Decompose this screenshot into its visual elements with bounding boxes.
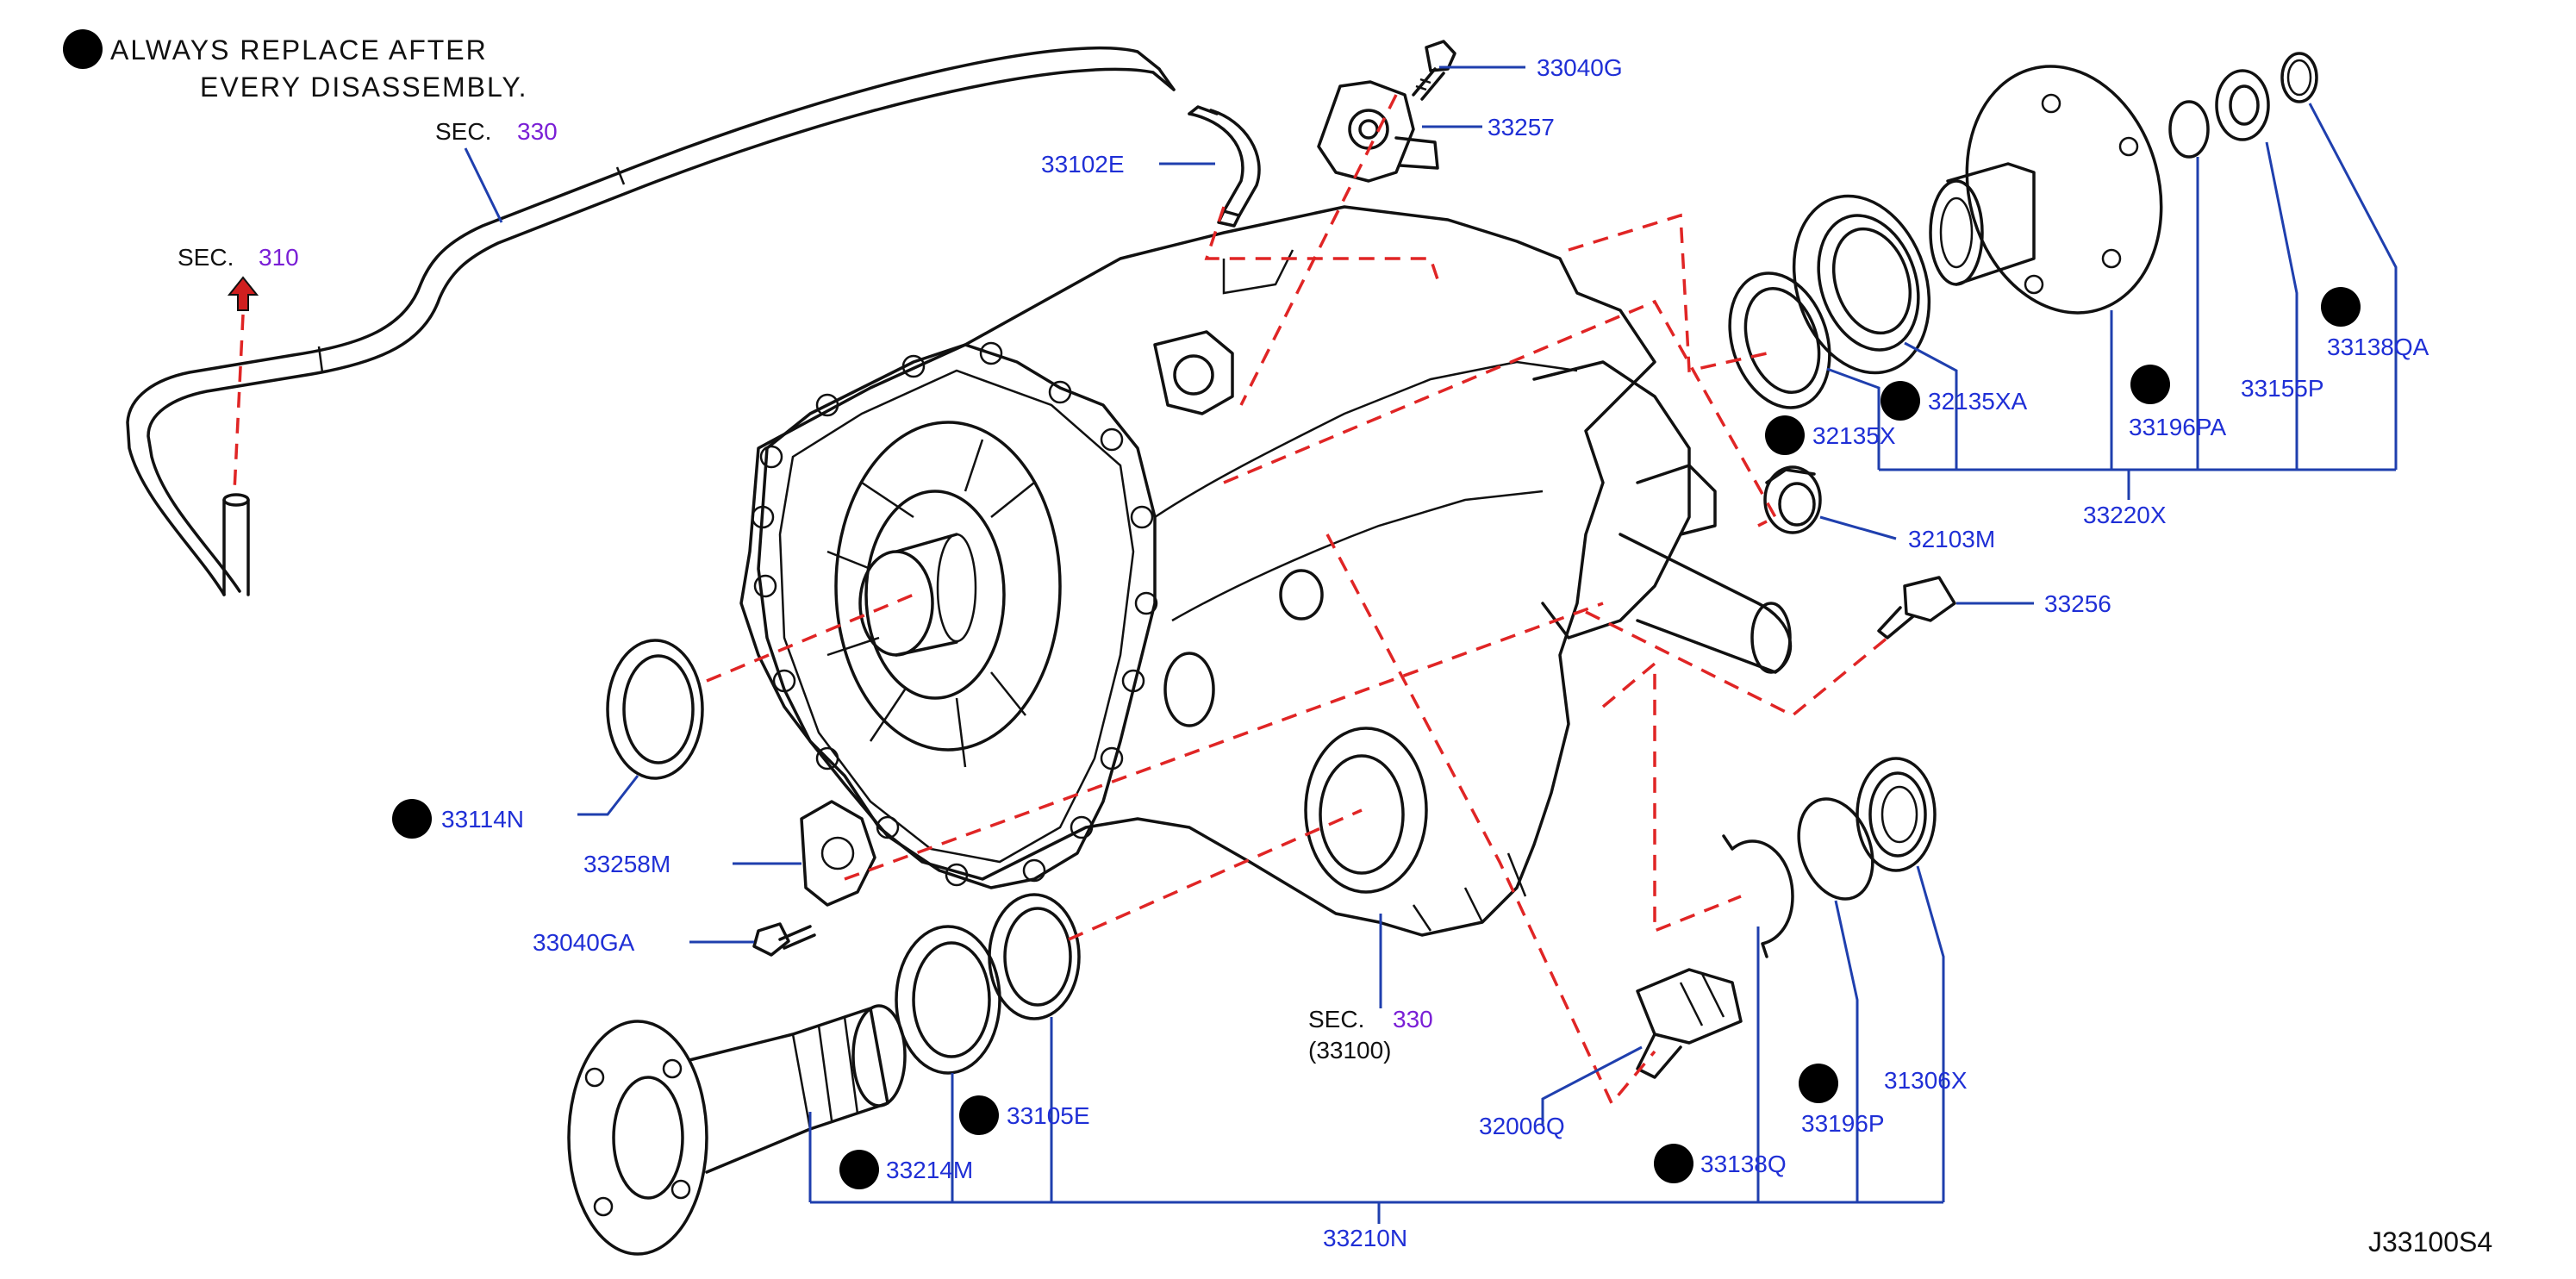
sensor-33258m (800, 800, 876, 907)
part-label-33258m[interactable]: 33258M (583, 851, 671, 877)
note-line-2: EVERY DISASSEMBLY. (200, 72, 527, 103)
part-label-31306x[interactable]: 31306X (1884, 1067, 1968, 1094)
circled-x-icon (1765, 415, 1805, 455)
bearing-31306x (1856, 757, 1937, 872)
circled-x-icon (63, 29, 103, 69)
section-330-label: SEC. (435, 118, 491, 145)
part-label-33138qa[interactable]: 33138QA (2327, 334, 2429, 360)
oring-33196p (1797, 797, 1874, 901)
sensor-33256 (1877, 576, 1956, 640)
part-label-33138q[interactable]: 33138Q (1700, 1151, 1787, 1177)
section-330-number[interactable]: 330 (517, 118, 558, 145)
part-label-33114n[interactable]: 33114N (441, 806, 524, 833)
section-330-case-label: SEC. (1308, 1006, 1364, 1033)
circled-x-icon (1881, 381, 1920, 421)
part-label-32006q[interactable]: 32006Q (1479, 1113, 1565, 1139)
part-label-33105e[interactable]: 33105E (1007, 1102, 1090, 1129)
part-label-33196p[interactable]: 33196P (1801, 1110, 1885, 1137)
circled-x-icon (2321, 287, 2361, 327)
snap-ring-33138q (1722, 834, 1794, 958)
washer-33155p (2215, 69, 2270, 141)
hose-33102e (1188, 105, 1261, 228)
part-label-33155p[interactable]: 33155P (2241, 375, 2324, 402)
seal-33105e (988, 893, 1081, 1020)
flange-rear (1929, 65, 2163, 315)
breather-pipe: SEC. 330 (126, 46, 1176, 596)
circled-x-icon (839, 1150, 879, 1189)
part-label-33040ga[interactable]: 33040GA (533, 929, 635, 956)
part-label-33257[interactable]: 33257 (1488, 114, 1555, 140)
switch-32006q (1636, 968, 1743, 1079)
bearing-32135xa (1792, 194, 1931, 375)
oring-33196pa (2168, 100, 2210, 159)
circled-x-icon (2130, 365, 2170, 404)
part-label-32135x[interactable]: 32135X (1812, 422, 1896, 449)
up-arrow-icon (227, 276, 259, 311)
transfer-case-housing (739, 205, 1793, 937)
section-330-case-sub: (33100) (1308, 1037, 1392, 1064)
flange-33210n (567, 1004, 907, 1256)
circled-x-icon (959, 1095, 999, 1135)
circled-x-icon (1654, 1144, 1693, 1183)
part-label-33040g[interactable]: 33040G (1537, 54, 1623, 81)
part-label-33102e[interactable]: 33102E (1041, 151, 1125, 178)
ring-33138qa (2280, 52, 2318, 103)
section-310-number[interactable]: 310 (259, 244, 299, 271)
bolt-33040g (1412, 40, 1456, 101)
section-310: SEC. 310 (178, 244, 299, 492)
replace-note: ALWAYS REPLACE AFTER EVERY DISASSEMBLY. (63, 29, 527, 103)
assembly-guides (706, 94, 1889, 1107)
part-label-32103m[interactable]: 32103M (1908, 526, 1995, 552)
bolt-33040ga (752, 922, 816, 957)
part-label-33214m[interactable]: 33214M (886, 1157, 973, 1183)
part-label-33220x[interactable]: 33220X (2083, 502, 2167, 528)
section-330-case: SEC. 330 (33100) (1308, 1006, 1433, 1064)
circled-x-icon (1799, 1064, 1838, 1103)
plug-32103m (1763, 465, 1822, 534)
seal-32135x (1728, 271, 1831, 409)
leader-lines (577, 66, 2398, 1224)
seal-33214m (895, 925, 1001, 1075)
part-label-33196pa[interactable]: 33196PA (2129, 414, 2226, 440)
section-330-case-number[interactable]: 330 (1393, 1006, 1433, 1033)
diagram-id: J33100S4 (2368, 1226, 2492, 1257)
sensor-33257 (1317, 80, 1439, 183)
circled-x-icon (392, 799, 432, 839)
part-labels: 33040G 33257 33102E 32135XA 32135X 33196… (441, 54, 2429, 1251)
part-label-32135xa[interactable]: 32135XA (1928, 388, 2028, 415)
note-line-1: ALWAYS REPLACE AFTER (110, 34, 488, 66)
part-label-33210n[interactable]: 33210N (1323, 1225, 1407, 1251)
part-label-33256[interactable]: 33256 (2044, 590, 2111, 617)
seal-33114n (606, 639, 704, 780)
section-310-label: SEC. (178, 244, 234, 271)
